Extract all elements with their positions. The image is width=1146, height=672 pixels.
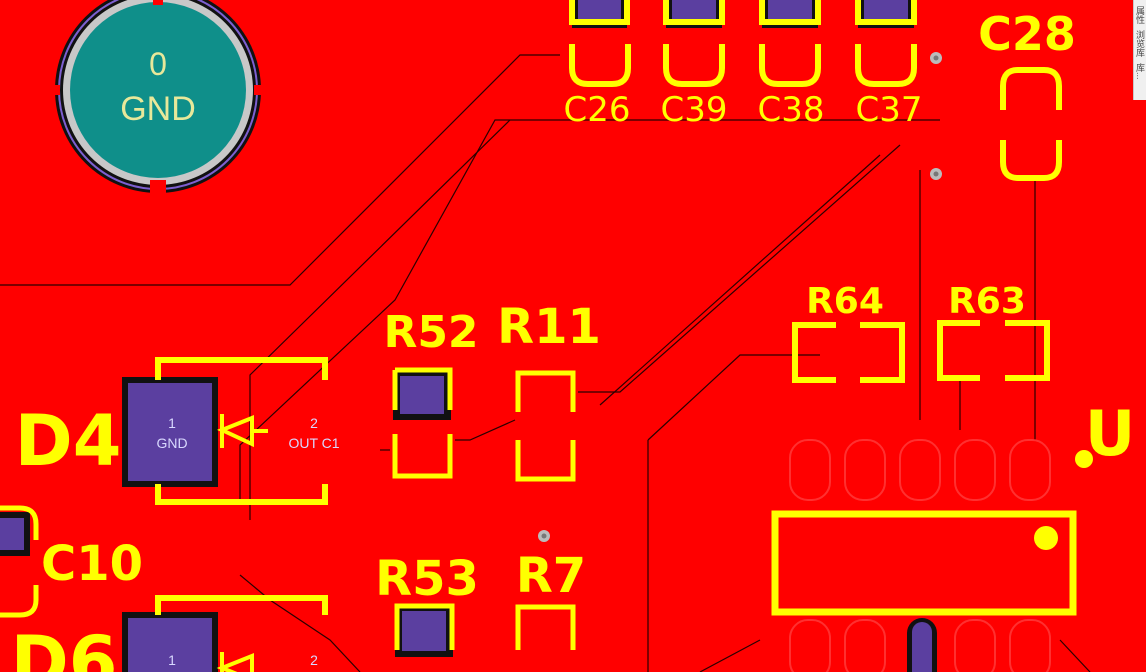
side-tab-properties[interactable]: 属性: [1135, 6, 1145, 24]
diode-d6[interactable]: D6 1 2: [11, 595, 328, 672]
mount-hole-gnd[interactable]: 0 GND: [46, 0, 268, 194]
d6-pad1-number: 1: [168, 652, 176, 668]
diode-d4[interactable]: D4 1 GND 2 OUT C1: [15, 357, 340, 505]
d6-pad2-number: 2: [310, 652, 318, 668]
d4-pad1-net: GND: [156, 435, 187, 451]
resistor-r7[interactable]: R7: [515, 548, 586, 650]
label-d4: D4: [15, 400, 122, 482]
label-r63: R63: [948, 281, 1026, 322]
label-c28: C28: [978, 7, 1076, 61]
label-r7: R7: [516, 548, 586, 604]
copper-traces: [0, 54, 1091, 672]
ic-u[interactable]: U: [771, 397, 1135, 672]
mount-hole-pad: [70, 2, 246, 178]
d4-pad1-number: 1: [168, 415, 176, 431]
vias: [538, 52, 942, 542]
mount-hole-net: GND: [120, 90, 196, 128]
mount-hole-number: 0: [149, 46, 167, 82]
label-c39: C39: [660, 90, 727, 130]
resistor-r52[interactable]: R52: [383, 307, 479, 479]
capacitor-c38[interactable]: C38: [757, 0, 825, 130]
resistor-r64[interactable]: R64: [792, 281, 905, 383]
resistor-r53[interactable]: R53: [375, 551, 479, 657]
capacitor-c39[interactable]: C39: [660, 0, 728, 130]
capacitor-c37[interactable]: C37: [855, 0, 923, 130]
resistor-r11[interactable]: R11: [497, 299, 601, 482]
d4-pad2-number: 2: [310, 415, 318, 431]
capacitor-c28[interactable]: C28: [978, 7, 1076, 181]
side-panel-tabs[interactable]: 属性 浏览库 库...: [1133, 0, 1146, 100]
resistor-r63[interactable]: R63: [937, 281, 1050, 381]
capacitor-c26[interactable]: C26: [563, 0, 631, 130]
label-u: U: [1085, 397, 1135, 470]
label-c26: C26: [563, 90, 630, 130]
side-tab-library[interactable]: 库...: [1135, 63, 1145, 80]
label-r11: R11: [497, 299, 601, 355]
label-r64: R64: [806, 281, 884, 322]
d4-pad2-net: OUT C1: [288, 435, 339, 451]
label-c10: C10: [41, 536, 143, 592]
capacitor-c10[interactable]: C10: [0, 505, 143, 618]
label-c38: C38: [757, 90, 824, 130]
label-r53: R53: [375, 551, 479, 607]
side-tab-library-browser[interactable]: 浏览库: [1135, 30, 1145, 57]
label-c37: C37: [855, 90, 922, 130]
label-r52: R52: [383, 307, 478, 358]
label-d6: D6: [11, 621, 118, 672]
